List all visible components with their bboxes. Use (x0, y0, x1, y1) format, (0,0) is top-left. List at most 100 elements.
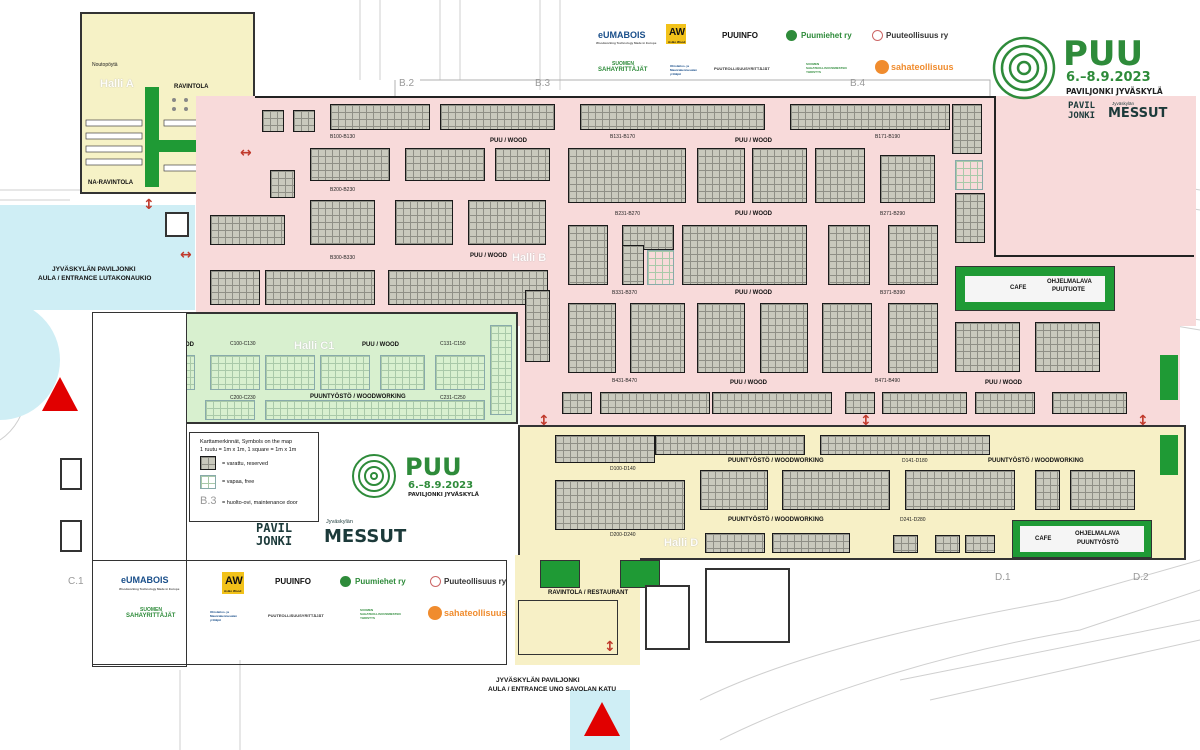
booth[interactable] (525, 290, 550, 362)
booth[interactable] (495, 148, 550, 181)
booth[interactable] (888, 225, 938, 285)
free-space[interactable] (490, 325, 512, 415)
label-puu-wood: PUU / WOOD (470, 253, 507, 259)
booth[interactable] (888, 303, 938, 373)
free-space[interactable] (435, 355, 485, 390)
booth[interactable] (952, 104, 982, 154)
booth[interactable] (882, 392, 967, 414)
free-space[interactable] (380, 355, 425, 390)
booth[interactable] (975, 392, 1035, 414)
free-space[interactable] (210, 355, 260, 390)
sponsor-puuinfo: PUUINFO (722, 31, 758, 40)
booth[interactable] (388, 270, 548, 305)
booth[interactable] (752, 148, 807, 203)
booth[interactable] (330, 104, 430, 130)
booth[interactable] (965, 535, 995, 553)
code-b131: B131-B170 (610, 134, 636, 140)
free-space[interactable] (265, 355, 315, 390)
booth[interactable] (893, 535, 918, 553)
booth[interactable] (568, 303, 616, 373)
restaurant-tables-2 (620, 560, 660, 588)
sponsor-sahateollisuus: sahateollisuus (444, 608, 507, 618)
booth[interactable] (568, 148, 686, 203)
booth[interactable] (935, 535, 960, 553)
booth[interactable] (310, 200, 375, 245)
code-b171: B171-B190 (875, 134, 901, 140)
booth[interactable] (682, 225, 807, 285)
booth[interactable] (955, 193, 985, 243)
booth[interactable] (562, 392, 592, 414)
booth[interactable] (955, 322, 1020, 372)
booth[interactable] (600, 392, 710, 414)
booth[interactable] (845, 392, 875, 414)
booth[interactable] (655, 435, 805, 455)
booth[interactable] (760, 303, 808, 373)
entrance-south-triangle[interactable] (582, 700, 622, 738)
booth[interactable] (815, 148, 865, 203)
booth[interactable] (828, 225, 870, 285)
booth[interactable] (697, 303, 745, 373)
gate-d2: D.2 (1133, 572, 1149, 583)
sponsor-sahateollisuus-assoc: SUOMEN SAHATEOLLISUUSMIESTEN YHDISTYS (806, 62, 847, 74)
booth[interactable] (555, 480, 685, 530)
event-venue-top: PAVILJONKI JYVÄSKYLÄ (1066, 87, 1163, 96)
booth[interactable] (905, 470, 1015, 510)
booth[interactable] (1035, 470, 1060, 510)
free-space[interactable] (265, 400, 485, 420)
legend-reserved: = varattu, reserved (222, 461, 269, 467)
gate-c1: C.1 (68, 576, 84, 587)
booth[interactable] (265, 270, 375, 305)
booth[interactable] (468, 200, 546, 245)
booth[interactable] (568, 225, 608, 285)
booth[interactable] (395, 200, 453, 245)
booth[interactable] (820, 435, 990, 455)
booth[interactable] (270, 170, 295, 198)
booth[interactable] (1052, 392, 1127, 414)
hall-d-name: Halli D (664, 537, 699, 549)
puu-wave-logo-icon (352, 454, 396, 498)
booth[interactable] (580, 104, 765, 130)
booth[interactable] (310, 148, 390, 181)
code-d100: D100-D140 (610, 466, 636, 472)
booth[interactable] (772, 533, 850, 553)
sponsor-sahateollisuus: sahateollisuus (891, 62, 954, 72)
booth[interactable] (782, 470, 890, 510)
label-puu-wood: PUU / WOOD (730, 380, 767, 386)
booth[interactable] (697, 148, 745, 203)
booth[interactable] (790, 104, 950, 130)
booth[interactable] (712, 392, 832, 414)
label-puuntyosto: PUUNTYÖSTÖ / WOODWORKING (728, 458, 824, 464)
sponsor-eumabois-sub: Woodworking Technology Made in Europe (596, 41, 657, 45)
hall-b-right-wall (994, 96, 996, 256)
entrance-north-triangle[interactable] (40, 375, 80, 413)
code-b100: B100-B130 (330, 134, 356, 140)
booth[interactable] (630, 303, 685, 373)
event-venue-center: PAVILJONKI JYVÄSKYLÄ (408, 492, 479, 498)
booth[interactable] (555, 435, 655, 463)
code-b331: B331-B370 (612, 290, 638, 296)
booth[interactable] (705, 533, 765, 553)
booth[interactable] (822, 303, 872, 373)
free-space[interactable] (955, 160, 983, 190)
free-space[interactable] (647, 250, 674, 285)
booth[interactable] (405, 148, 485, 181)
booth[interactable] (622, 245, 644, 285)
free-space[interactable] (205, 400, 255, 420)
booth[interactable] (440, 104, 555, 130)
booth[interactable] (880, 155, 935, 203)
cafe-stage-d-inner (1020, 526, 1144, 552)
booth[interactable] (210, 215, 285, 245)
event-brand-center: PUU (405, 453, 462, 481)
booth[interactable] (1070, 470, 1135, 510)
code-c100: C100-C130 (230, 341, 256, 347)
legend-scale: 1 ruutu = 1m x 1m, 1 square = 1m x 1m (200, 447, 297, 453)
free-space[interactable] (320, 355, 370, 390)
booth[interactable] (622, 225, 674, 250)
booth[interactable] (210, 270, 260, 305)
booth[interactable] (262, 110, 284, 132)
booth[interactable] (1035, 322, 1100, 372)
booth[interactable] (293, 110, 315, 132)
sponsor-puuteollisuusyrittajat: PUUTEOLLISUUSYRITTÄJÄT (268, 613, 324, 618)
label-puu-wood: PUU / WOOD (985, 380, 1022, 386)
booth[interactable] (700, 470, 768, 510)
